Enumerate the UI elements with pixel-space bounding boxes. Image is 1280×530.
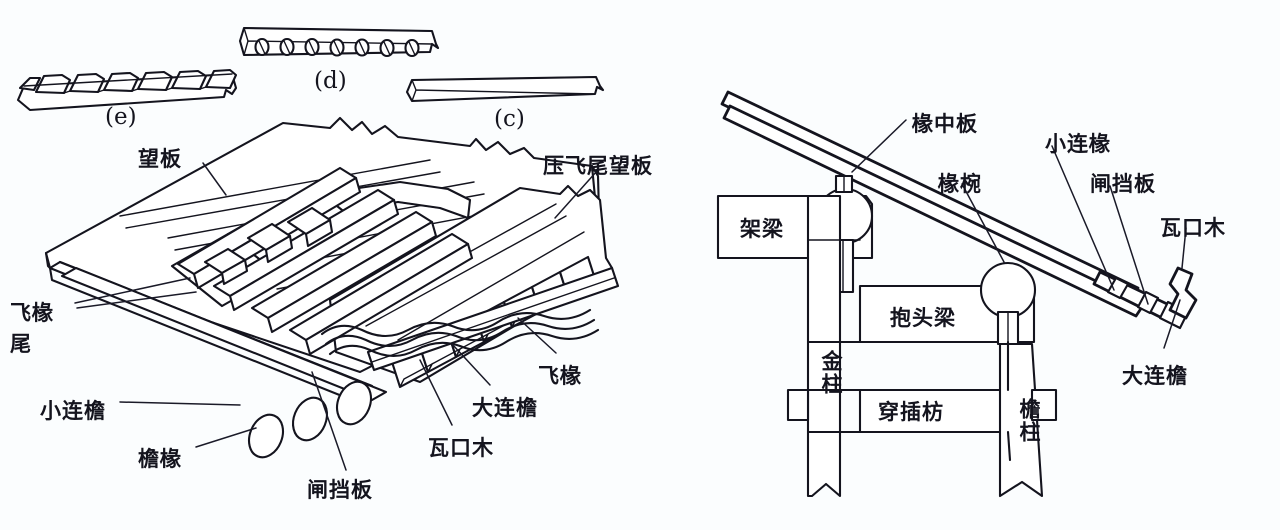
round-rafter-ends xyxy=(247,380,373,459)
label-jinzhu: 金柱 xyxy=(819,350,843,396)
label-zhadangban: 闸挡板 xyxy=(307,478,373,502)
label-baotouliang: 抱头梁 xyxy=(890,306,956,330)
label-chuanwan: 椽椀 xyxy=(938,172,982,196)
right-section-assembly xyxy=(716,90,1198,498)
part-key-d: (d) xyxy=(314,68,347,94)
label-feichuan-wei-line2: 尾 xyxy=(10,332,32,356)
label-feichuan: 飞椽 xyxy=(538,364,582,388)
label-xiaoliantan: 小连檐 xyxy=(40,399,106,423)
label-feichuan-wei-line1: 飞椽 xyxy=(10,301,54,325)
label-wakoumu: 瓦口木 xyxy=(428,436,494,460)
label-daliantan-right: 大连檐 xyxy=(1122,364,1188,388)
label-xiaolianchuan: 小连椽 xyxy=(1045,132,1111,156)
eave-end-detail xyxy=(1092,266,1198,330)
label-wakoumu-right: 瓦口木 xyxy=(1160,216,1226,240)
label-yanzhu: 檐柱 xyxy=(1017,398,1041,444)
part-e-shape xyxy=(16,68,238,112)
label-chuanchafang: 穿插枋 xyxy=(878,400,944,424)
tile-mouth-strip-insitu xyxy=(320,308,600,358)
part-d-shape xyxy=(238,26,440,58)
left-leader-lines xyxy=(74,162,598,471)
tenon-blocks xyxy=(203,206,334,286)
label-yafeiwei-wangban: 压飞尾望板 xyxy=(543,154,653,178)
label-yanchuan: 檐椽 xyxy=(138,447,182,471)
label-zhadangban-right: 闸挡板 xyxy=(1090,172,1156,196)
label-wangban: 望板 xyxy=(138,147,182,171)
part-c-shape xyxy=(405,75,605,103)
right-leader-lines xyxy=(851,119,1187,349)
left-isometric-assembly xyxy=(44,116,620,471)
part-key-e: (e) xyxy=(105,104,137,130)
label-daliantan: 大连檐 xyxy=(472,396,538,420)
label-chuanzhongban: 椽中板 xyxy=(912,112,978,136)
label-jialiang: 架梁 xyxy=(740,217,784,241)
part-key-c: (c) xyxy=(494,106,525,132)
